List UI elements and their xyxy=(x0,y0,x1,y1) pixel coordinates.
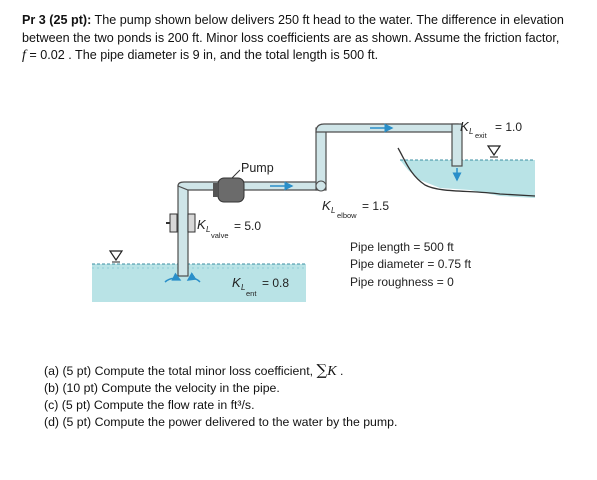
question-a-suffix: . xyxy=(336,364,344,378)
lower-pond xyxy=(92,263,306,302)
k-ent-l: L xyxy=(241,283,245,292)
elbow-joint xyxy=(315,180,327,192)
pump-label: Pump xyxy=(241,161,274,175)
k-valve-sub: valve xyxy=(211,231,229,240)
friction-factor-symbol: f xyxy=(22,48,26,63)
k-ent-symbol: K xyxy=(232,275,242,290)
upper-pond-surface-marker xyxy=(486,145,502,157)
question-d: (d) (5 pt) Compute the power delivered t… xyxy=(44,415,398,429)
k-valve-symbol: K xyxy=(197,217,207,232)
label-k-ent: K L ent = 0.8 xyxy=(232,275,289,298)
question-list: (a) (5 pt) Compute the total minor loss … xyxy=(44,362,397,431)
k-elbow-symbol: K xyxy=(322,198,332,213)
problem-statement: Pr 3 (25 pt): The pump shown below deliv… xyxy=(22,12,582,65)
pipe-length: Pipe length = 500 ft xyxy=(350,240,454,254)
question-b: (b) (10 pt) Compute the velocity in the … xyxy=(44,381,280,395)
problem-text-1: The pump shown below delivers 250 ft hea… xyxy=(91,13,564,27)
k-valve-l: L xyxy=(206,225,210,234)
problem-line-1: Pr 3 (25 pt): The pump shown below deliv… xyxy=(22,12,582,30)
k-valve-value: = 5.0 xyxy=(234,219,261,233)
problem-line-3: f = 0.02 . The pipe diameter is 9 in, an… xyxy=(22,47,582,65)
k-symbol: K xyxy=(327,364,337,379)
k-elbow-sub: elbow xyxy=(337,211,357,220)
k-exit-symbol: K xyxy=(460,119,470,134)
flow-arrows xyxy=(164,123,462,283)
k-ent-sub: ent xyxy=(246,289,257,298)
sigma-symbol: ∑ xyxy=(316,361,328,379)
upper-pond xyxy=(397,147,536,198)
label-k-elbow: K L elbow = 1.5 xyxy=(322,198,389,220)
pipe-diameter: Pipe diameter = 0.75 ft xyxy=(350,257,472,271)
k-elbow-value: = 1.5 xyxy=(362,199,389,213)
pump xyxy=(213,177,245,203)
k-elbow-l: L xyxy=(331,206,335,215)
k-exit-value: = 1.0 xyxy=(495,120,522,134)
k-exit-sub: exit xyxy=(475,131,488,140)
label-k-valve: K L valve = 5.0 xyxy=(197,217,261,240)
k-exit-l: L xyxy=(469,127,473,136)
problem-line-2: between the two ponds is 200 ft. Minor l… xyxy=(22,30,560,45)
problem-text-3: = 0.02 . The pipe diameter is 9 in, and … xyxy=(25,48,379,62)
pipe-properties: Pipe length = 500 ft Pipe diameter = 0.7… xyxy=(350,240,472,289)
lower-pond-surface-marker xyxy=(108,250,124,262)
question-c: (c) (5 pt) Compute the flow rate in ft³/… xyxy=(44,398,255,412)
pipe-roughness: Pipe roughness = 0 xyxy=(350,275,454,289)
question-a: (a) (5 pt) Compute the total minor loss … xyxy=(44,362,397,380)
pump-leader-line xyxy=(231,169,241,179)
valve xyxy=(166,213,196,233)
k-ent-value: = 0.8 xyxy=(262,276,289,290)
question-a-text: (a) (5 pt) Compute the total minor loss … xyxy=(44,364,317,378)
problem-heading: Pr 3 (25 pt): xyxy=(22,13,92,27)
label-k-exit: K L exit = 1.0 xyxy=(460,119,522,140)
